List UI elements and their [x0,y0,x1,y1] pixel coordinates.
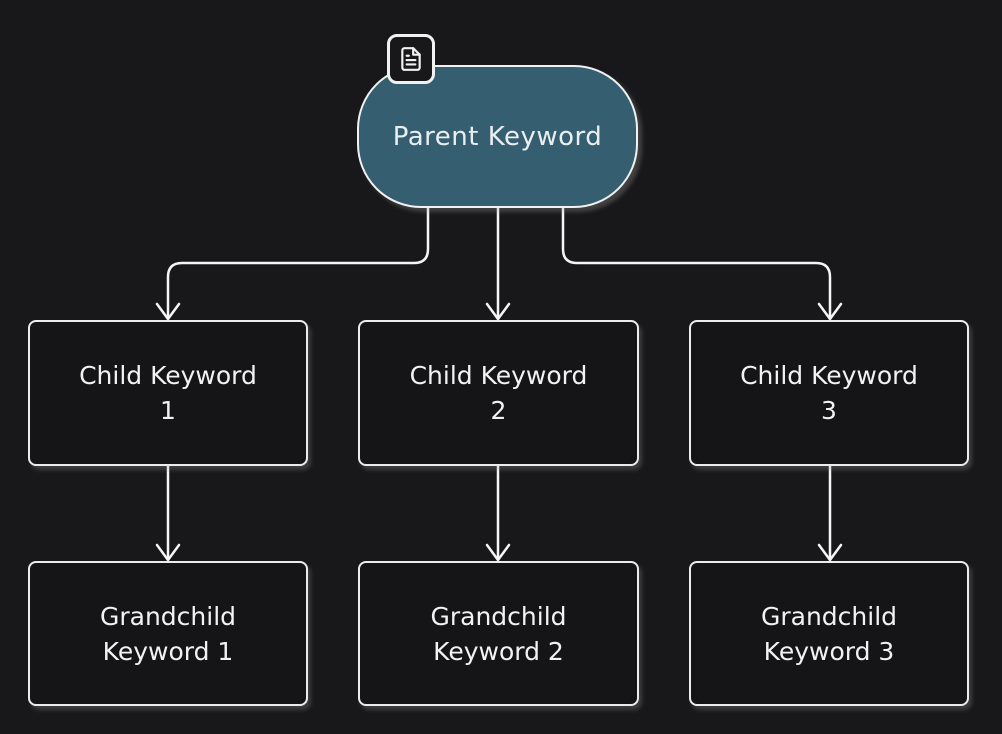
node-label-line: Child Keyword [79,361,257,390]
edge-parent-child2 [485,206,511,321]
node-label-line: 1 [160,396,176,425]
node-label-line: Child Keyword [740,361,918,390]
node-grandchild-keyword-1[interactable]: Grandchild Keyword 1 [28,561,308,706]
edge-parent-child3 [561,206,843,321]
node-label-line: 3 [821,396,837,425]
node-label-line: Grandchild [760,601,898,631]
node-label-line: Keyword 1 [102,636,234,666]
node-label-line: Keyword 3 [763,636,895,666]
node-child-keyword-2[interactable]: Child Keyword 2 [358,320,639,466]
node-label-line: Child Keyword [409,361,588,390]
edge-child2-grandchild2 [485,464,511,562]
node-label-line: Grandchild [99,601,237,631]
node-label-line: Keyword 2 [433,636,564,666]
node-child-keyword-3[interactable]: Child Keyword 3 [689,320,969,466]
edge-child3-grandchild3 [817,464,843,562]
node-parent-keyword[interactable]: Parent Keyword [357,65,638,208]
node-label-line: 2 [490,396,507,425]
parent-keyword-label: Parent Keyword [392,121,603,152]
node-label-line: Grandchild [430,601,567,631]
node-grandchild-keyword-3[interactable]: Grandchild Keyword 3 [689,561,969,706]
file-text-icon [401,47,421,71]
edge-child1-grandchild1 [155,464,181,562]
document-icon-badge[interactable] [387,34,435,84]
node-child-keyword-1[interactable]: Child Keyword 1 [28,320,308,466]
edge-parent-child1 [155,206,430,321]
node-grandchild-keyword-2[interactable]: Grandchild Keyword 2 [358,561,639,706]
